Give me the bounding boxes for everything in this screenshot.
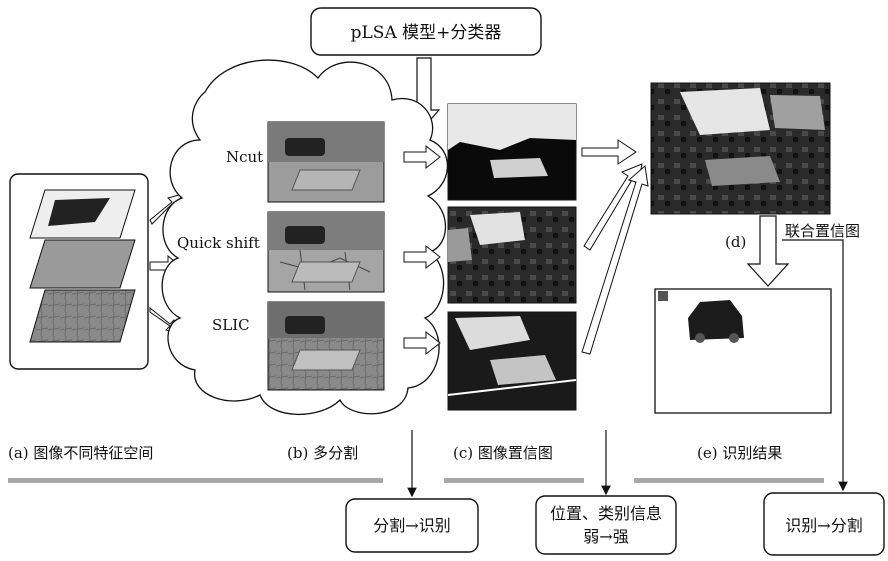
arrow-map3-to-joint bbox=[581, 165, 649, 355]
bottom-box-right: 识别→分割 bbox=[763, 492, 885, 556]
separator-bar-middle bbox=[444, 478, 584, 483]
bottom-box-middle-line2: 弱→强 bbox=[583, 527, 628, 546]
arrow-slic-to-map bbox=[403, 330, 441, 356]
bottom-box-middle: 位置、类别信息 弱→强 bbox=[535, 495, 677, 555]
feature-layer-2 bbox=[29, 239, 136, 289]
joint-confidence-map bbox=[650, 82, 831, 215]
joint-to-result-arrow bbox=[746, 215, 790, 287]
recognized-car bbox=[688, 300, 744, 340]
quickshift-image bbox=[267, 211, 385, 293]
confidence-map-2 bbox=[447, 206, 577, 304]
joint-map-label: 联合置信图 bbox=[785, 222, 860, 240]
method-label-slic: SLIC bbox=[212, 316, 250, 334]
line-to-right-box bbox=[782, 239, 848, 492]
feature-space-panel bbox=[9, 173, 149, 370]
bottom-box-left: 分割→识别 bbox=[345, 498, 479, 553]
arrow-map1-to-joint bbox=[581, 139, 637, 165]
bottom-box-right-label: 识别→分割 bbox=[785, 516, 862, 535]
recognition-result-image bbox=[654, 288, 832, 414]
caption-c: (c) 图像置信图 bbox=[453, 444, 553, 462]
separator-bar-right bbox=[634, 478, 824, 483]
caption-b: (b) 多分割 bbox=[287, 444, 358, 462]
method-label-quickshift: Quick shift bbox=[177, 234, 260, 252]
arrow-ncut-to-map bbox=[403, 144, 441, 170]
bottom-box-middle-line1: 位置、类别信息 bbox=[550, 504, 662, 523]
bottom-box-left-label: 分割→识别 bbox=[373, 516, 450, 535]
feature-layer-3 bbox=[29, 289, 136, 343]
method-label-ncut: Ncut bbox=[226, 148, 263, 166]
caption-a: (a) 图像不同特征空间 bbox=[8, 444, 153, 462]
top-box-label: pLSA 模型+分类器 bbox=[351, 23, 502, 43]
step-d-label: (d) bbox=[725, 233, 746, 251]
ncut-image bbox=[267, 121, 385, 203]
separator-bar-left bbox=[8, 478, 383, 483]
confidence-map-1 bbox=[447, 103, 577, 201]
top-box: pLSA 模型+分类器 bbox=[310, 7, 542, 56]
arrow-quickshift-to-map bbox=[403, 244, 441, 270]
slic-image bbox=[267, 301, 385, 391]
caption-e: (e) 识别结果 bbox=[697, 444, 782, 462]
confidence-map-3 bbox=[447, 311, 577, 411]
